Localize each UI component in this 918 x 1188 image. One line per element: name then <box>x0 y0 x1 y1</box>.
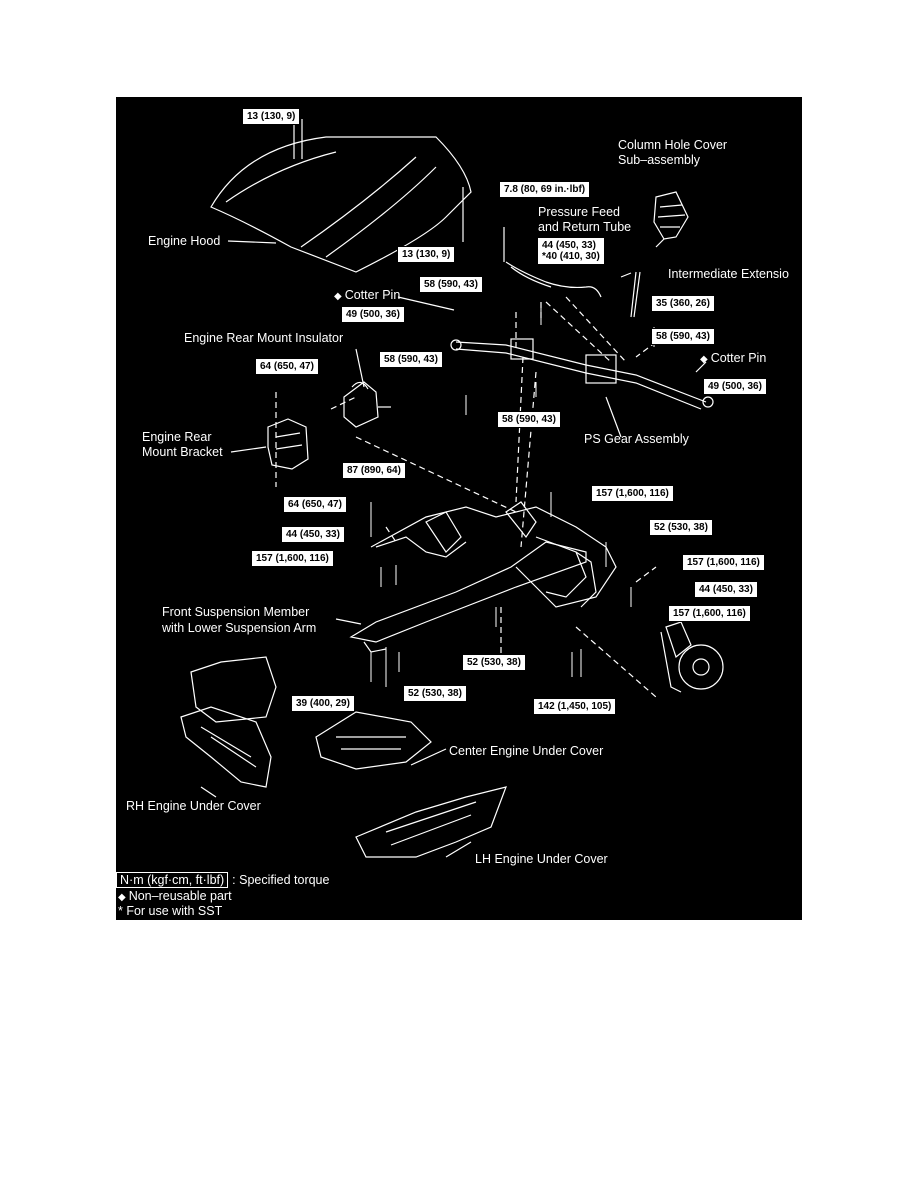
torque-member-top: 157 (1,600, 116) <box>591 485 674 502</box>
torque-gear-top-left: 58 (590, 43) <box>419 276 483 293</box>
torque-tube-clamp: 7.8 (80, 69 in.·lbf) <box>498 181 591 198</box>
torque-member-rear: 142 (1,450, 105) <box>532 698 617 715</box>
torque-hood-right: 13 (130, 9) <box>396 246 456 263</box>
diamond-icon: ◆ <box>118 892 126 903</box>
label-pressure-feed-line2: and Return Tube <box>538 220 632 234</box>
front-suspension-member-shape <box>349 541 587 643</box>
torque-gear-right: 58 (590, 43) <box>651 328 715 345</box>
torque-gear-bottom: 58 (590, 43) <box>497 411 561 428</box>
torque-tube-union-line1: 44 (450, 33) <box>542 240 596 251</box>
legend-sst: * For use with SST <box>118 904 223 918</box>
label-cotter-pin-left: ◆Cotter Pin <box>334 288 400 304</box>
label-cotter-pin-right: ◆Cotter Pin <box>700 351 766 367</box>
torque-member-right-mid: 157 (1,600, 116) <box>682 554 765 571</box>
torque-hood-top: 13 (130, 9) <box>241 108 301 125</box>
label-pressure-feed: Pressure Feed <box>538 205 620 219</box>
diamond-icon: ◆ <box>700 354 708 365</box>
label-engine-rear-mount-bracket: Engine Rear <box>142 430 212 444</box>
torque-member-left-upper: 44 (450, 33) <box>281 526 345 543</box>
label-column-hole-cover-line2: Sub–assembly <box>618 153 700 167</box>
torque-gear-left-lower: 58 (590, 43) <box>379 351 443 368</box>
lh-engine-under-cover-shape <box>355 786 507 858</box>
torque-bracket-lower: 64 (650, 47) <box>283 496 347 513</box>
torque-tube-union-line2: *40 (410, 30) <box>542 251 600 262</box>
torque-member-right-44: 44 (450, 33) <box>694 581 758 598</box>
torque-member-left-52: 52 (530, 38) <box>403 685 467 702</box>
label-front-suspension-member: Front Suspension Member <box>162 605 310 619</box>
label-center-engine-under-cover: Center Engine Under Cover <box>449 744 604 758</box>
label-engine-rear-mount-insulator: Engine Rear Mount Insulator <box>184 331 344 345</box>
torque-member-right-lower: 157 (1,600, 116) <box>668 605 751 622</box>
label-front-suspension-member-line2: with Lower Suspension Arm <box>162 621 317 635</box>
torque-member-left-lower: 157 (1,600, 116) <box>251 550 334 567</box>
torque-bracket-bolt: 87 (890, 64) <box>342 462 406 479</box>
torque-member-center-bottom: 52 (530, 38) <box>462 654 526 671</box>
label-engine-hood: Engine Hood <box>148 234 221 248</box>
torque-tie-rod-right: 49 (500, 36) <box>703 378 767 395</box>
legend-unit-box: N·m (kgf·cm, ft·lbf) <box>116 872 229 888</box>
legend-non-reusable-text: Non–reusable part <box>128 889 232 903</box>
torque-member-right-upper: 52 (530, 38) <box>649 519 713 536</box>
diamond-icon: ◆ <box>334 291 342 302</box>
engine-rear-mount-bracket-shape <box>267 418 309 470</box>
engine-rear-mount-insulator-shape <box>343 381 379 428</box>
torque-tie-rod-left: 49 (500, 36) <box>341 306 405 323</box>
column-hole-cover-shape <box>653 191 689 240</box>
cotter-pin-left-text: Cotter Pin <box>344 288 401 302</box>
torque-tube-union: 44 (450, 33) *40 (410, 30) <box>537 237 605 265</box>
label-column-hole-cover: Column Hole Cover <box>618 138 728 152</box>
legend-torque-units: N·m (kgf·cm, ft·lbf): Specified torque <box>116 872 329 888</box>
label-rh-engine-under-cover: RH Engine Under Cover <box>126 799 261 813</box>
torque-member-left-39: 39 (400, 29) <box>291 695 355 712</box>
center-engine-under-cover-shape <box>315 711 432 770</box>
brake-disc-shape <box>678 644 724 690</box>
intermediate-extension-shape <box>630 271 637 318</box>
label-engine-rear-mount-bracket-line2: Mount Bracket <box>142 445 223 459</box>
parts-illustration <box>180 115 724 858</box>
label-ps-gear-assembly: PS Gear Assembly <box>584 432 689 446</box>
torque-intermediate: 35 (360, 26) <box>651 295 715 312</box>
label-intermediate-extension: Intermediate Extensio <box>668 267 789 281</box>
cotter-pin-right-text: Cotter Pin <box>710 351 767 365</box>
torque-insulator: 64 (650, 47) <box>255 358 319 375</box>
rh-engine-under-cover-shape <box>180 706 272 788</box>
legend-unit-text: : Specified torque <box>232 873 330 887</box>
legend-non-reusable: ◆Non–reusable part <box>118 889 232 905</box>
engine-hood-shape <box>210 136 472 273</box>
exploded-parts-diagram: Engine Hood Column Hole Cover Sub–assemb… <box>116 97 802 920</box>
label-lh-engine-under-cover: LH Engine Under Cover <box>475 852 608 866</box>
